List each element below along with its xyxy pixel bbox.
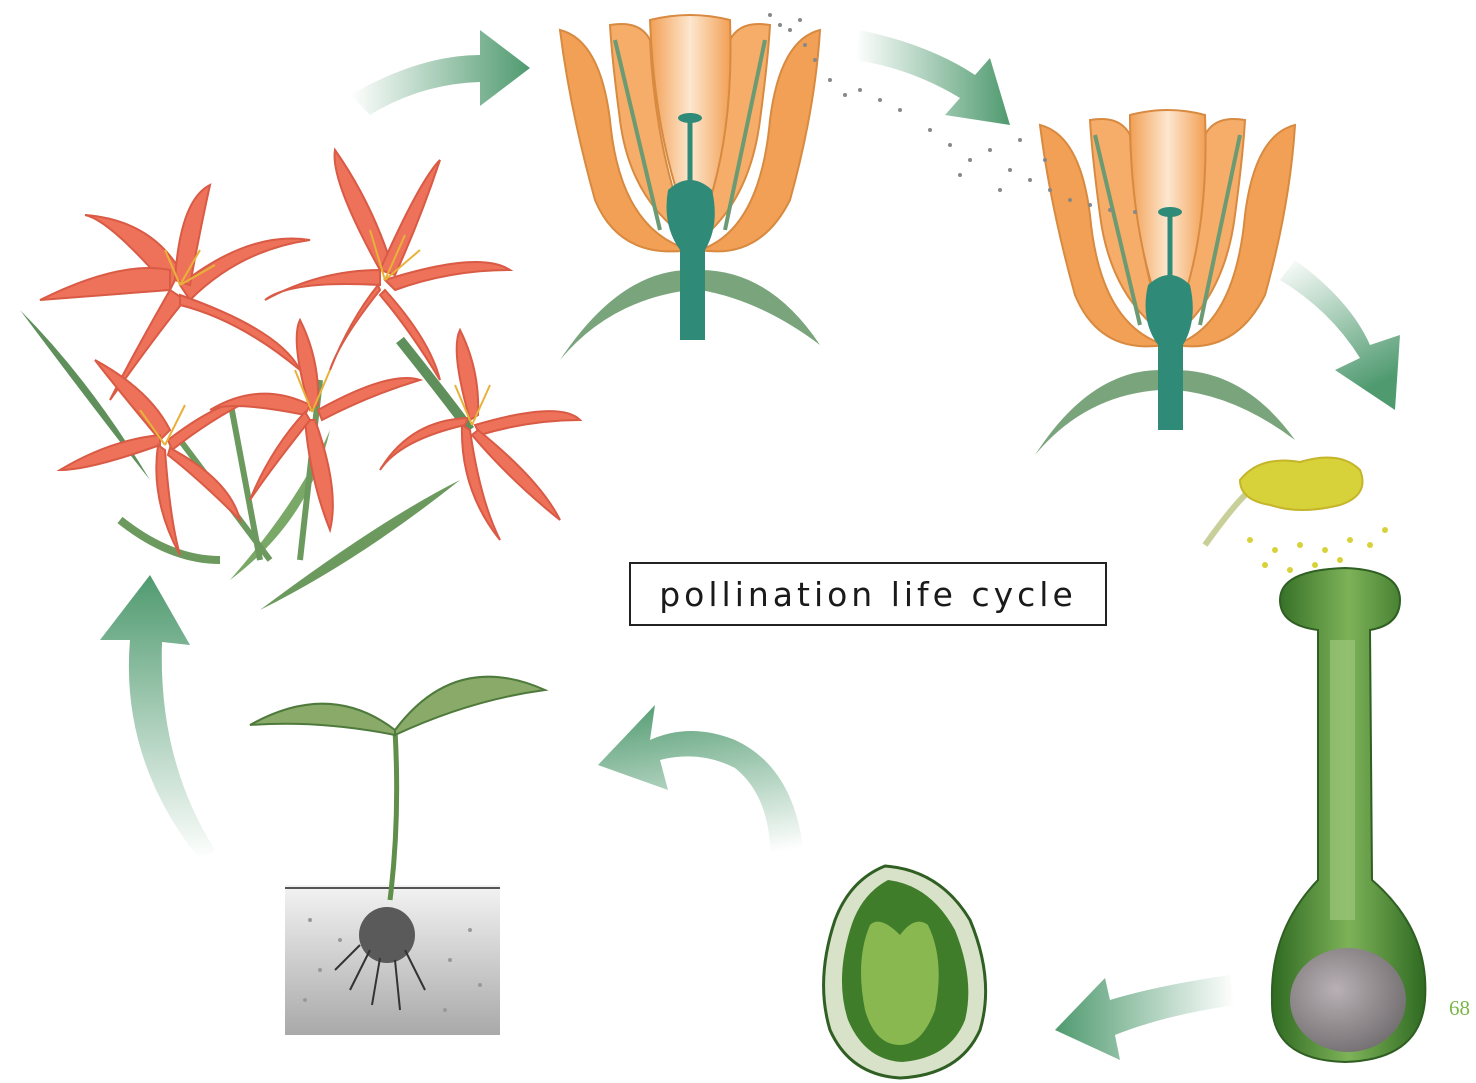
arrow-plant-to-flower bbox=[350, 30, 530, 115]
arrow-pollinated-flower-to-stigma bbox=[1280, 260, 1400, 410]
arrow-seed-to-seedling bbox=[598, 705, 805, 875]
arrow-seedling-to-plant bbox=[100, 575, 215, 860]
pollen-grains-landing-on-stigma bbox=[1205, 458, 1388, 574]
ovule bbox=[1290, 948, 1406, 1052]
flower-cross-section-releasing-pollen bbox=[560, 13, 902, 360]
seed-with-embryo bbox=[824, 866, 986, 1078]
arrow-pollen-tube-to-seed bbox=[1055, 975, 1235, 1060]
lily-flower-top-left bbox=[40, 185, 310, 400]
diagram-title: pollination life cycle bbox=[629, 562, 1107, 626]
pollen-tube-growing-to-ovule bbox=[1272, 568, 1425, 1062]
seedling-growing-in-soil bbox=[250, 677, 545, 1035]
lily-plant-in-bloom bbox=[20, 150, 580, 610]
flower-cross-section-receiving-pollen bbox=[928, 110, 1295, 455]
page-number: 68 bbox=[1449, 996, 1470, 1021]
arrow-flower-to-pollinated-flower bbox=[855, 30, 1010, 125]
lily-flower-center bbox=[210, 320, 420, 530]
